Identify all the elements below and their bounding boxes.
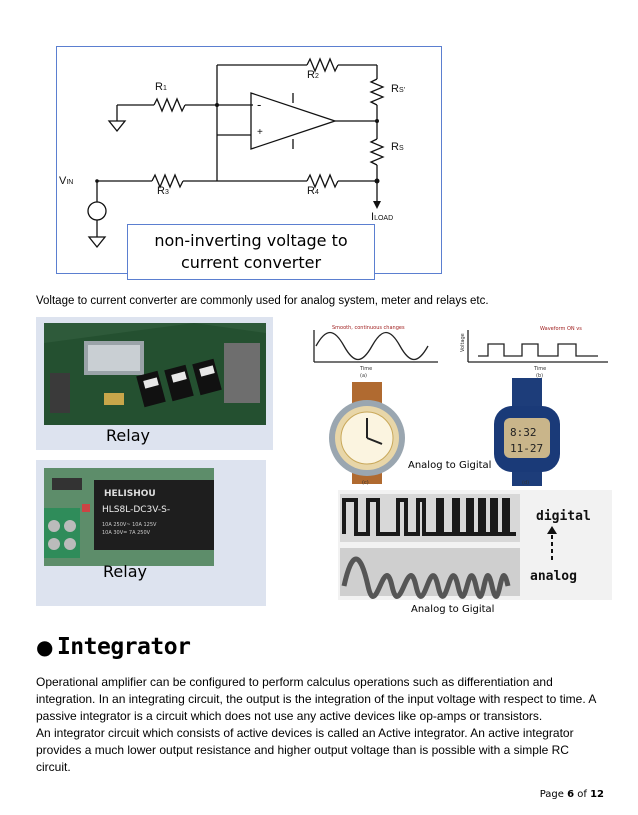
- opamp-plus: +: [257, 127, 263, 138]
- digital-word: digital: [536, 509, 591, 524]
- signal-axis-time-a: Time: [359, 366, 372, 372]
- analog-digital-waveform-image: digital analog: [338, 490, 612, 600]
- relay-label-2: Relay: [103, 562, 147, 581]
- signal-tag-d: (d): [522, 480, 529, 486]
- digital-watch-time: 8:32: [510, 426, 537, 439]
- signal-axis-time-b: Time: [533, 366, 546, 372]
- signal-caption-analog: Smooth, continuous changes: [332, 325, 405, 331]
- analog-word: analog: [530, 569, 577, 584]
- signal-axis-voltage: Voltage: [460, 333, 466, 352]
- circuit-caption: non-inverting voltage to current convert…: [127, 224, 375, 280]
- page-footer: Page 6 of 12: [540, 789, 604, 800]
- signal-tag-b: (b): [536, 373, 543, 379]
- section-heading: ●Integrator: [36, 634, 191, 660]
- signal-caption-digital: Waveform ON vs: [540, 326, 582, 332]
- intro-paragraph: Voltage to current converter are commonl…: [36, 295, 489, 307]
- relay-chip-rating-1: 10A 250V~ 10A 125V: [102, 522, 157, 528]
- label-rs-prime: RS': [391, 83, 405, 95]
- circuit-caption-line2: current converter: [180, 253, 322, 272]
- relay-board-image: [44, 323, 266, 425]
- relay-module-image: HELISHOU HLS8L-DC3V-S- 10A 250V~ 10A 125…: [44, 468, 214, 566]
- analog-to-digital-caption-2: Analog to Gigital: [411, 604, 495, 615]
- relay-chip-model: HLS8L-DC3V-S-: [102, 505, 170, 515]
- footer-of-word: of: [577, 789, 587, 800]
- relay-chip-rating-2: 10A 30V= 7A 250V: [102, 530, 151, 536]
- footer-page-number: 6: [567, 789, 575, 800]
- label-rs: RS: [391, 141, 404, 153]
- relay-label-1: Relay: [106, 426, 150, 445]
- opamp-minus: -: [257, 97, 262, 112]
- footer-page-word: Page: [539, 789, 564, 800]
- label-r4: R4: [307, 185, 319, 197]
- section-title: Integrator: [56, 634, 191, 660]
- analog-digital-signals-figure: Smooth, continuous changes Waveform ON v…: [308, 320, 618, 486]
- digital-watch-date: 11-27: [510, 442, 543, 455]
- label-r3: R3: [157, 185, 169, 197]
- analog-to-digital-caption-1: Analog to Gigital: [408, 460, 492, 471]
- signal-tag-c: (c): [362, 480, 369, 486]
- footer-page-total: 12: [590, 789, 604, 800]
- integrator-paragraph-2: An integrator circuit which consists of …: [36, 726, 574, 774]
- label-iload: ILOAD: [371, 211, 394, 223]
- label-vin: VIN: [59, 175, 74, 187]
- signal-tag-a: (a): [360, 373, 367, 379]
- relay-chip-brand: HELISHOU: [104, 489, 156, 499]
- integrator-paragraph-1: Operational amplifier can be configured …: [36, 675, 596, 723]
- label-r2: R2: [307, 69, 319, 81]
- circuit-caption-line1: non-inverting voltage to: [154, 231, 348, 250]
- circuit-schematic: [87, 57, 385, 249]
- bullet-icon: ●: [36, 635, 53, 659]
- label-r1: R1: [155, 81, 167, 93]
